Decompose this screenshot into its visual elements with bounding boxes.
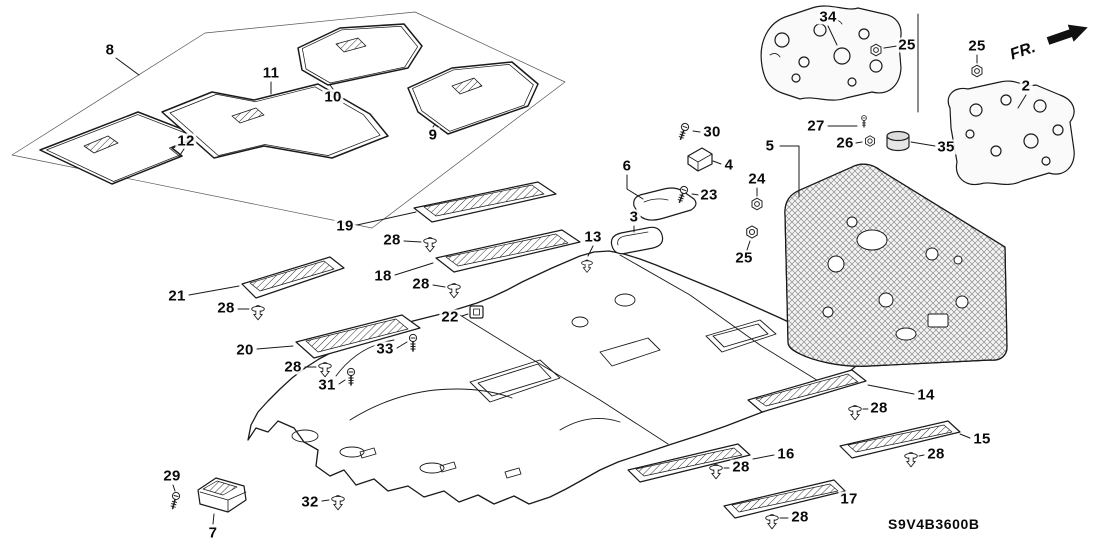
step-garnish-18 [435,229,581,273]
dash-panel-insulator [784,163,1008,367]
callout-20: 20 [234,341,256,359]
footrest-7 [197,477,247,513]
step-garnish-21 [241,256,345,299]
callout-25: 25 [966,37,988,55]
clip-28-icon [848,405,862,421]
step-garnish-20 [295,314,421,359]
nut-26-icon [864,135,876,147]
pad-3 [610,226,664,255]
callout-31: 31 [316,376,338,394]
callout-17: 17 [838,490,860,508]
step-garnish-19 [413,181,557,223]
callout-11: 11 [260,64,282,82]
callout-28: 28 [925,445,947,463]
dash-side-insulator-2 [947,80,1075,186]
clip-28-icon [447,283,461,299]
clip-32-icon [331,495,345,511]
callout-28: 28 [215,299,237,317]
floor-mat-9 [407,61,539,135]
sill-garnish-17 [723,479,846,519]
carpet-details [291,254,821,479]
callout-28: 28 [730,458,752,476]
callout-35: 35 [935,138,957,156]
callout-3: 3 [627,208,641,226]
callout-26: 26 [834,134,856,152]
callout-29: 29 [161,467,183,485]
duct-6 [633,187,697,221]
callout-23: 23 [698,186,720,204]
callout-24: 24 [746,170,768,188]
callout-27: 27 [805,117,827,135]
callout-32: 32 [299,493,321,511]
callout-15: 15 [971,430,993,448]
sill-garnish-15 [839,420,961,459]
callout-16: 16 [775,445,797,463]
floor-mat-11 [161,83,389,159]
heel-pad [451,77,483,95]
clip-22-icon [469,305,484,319]
heel-pad [231,107,265,124]
clip-28-icon [904,452,918,468]
floor-carpet [247,250,859,505]
callout-6: 6 [620,157,634,175]
floor-mat-12 [39,111,201,185]
callout-34: 34 [817,8,839,26]
clip-28-icon [709,464,723,480]
callout-13: 13 [582,228,604,246]
plug-35 [886,130,910,152]
callout-7: 7 [206,524,220,542]
floor-mat-10 [297,23,423,86]
callout-9: 9 [426,126,440,144]
grommet-25-icon [870,43,882,57]
nut-24-icon [751,197,763,211]
callout-28: 28 [868,399,890,417]
clip-28-icon [251,305,265,321]
callout-21: 21 [166,287,188,305]
callout-12: 12 [175,132,197,150]
bolt-30-icon [676,121,691,142]
callout-25: 25 [733,249,755,267]
mat-set-boundary [11,11,566,229]
callout-30: 30 [701,123,723,141]
heel-pad [335,37,367,53]
leader-lines [115,13,1027,525]
heel-pad [83,135,119,154]
fr-label: FR. [1008,39,1038,63]
fr-direction-arrow: FR. [1008,24,1088,63]
callout-8: 8 [103,41,117,59]
grommet-25-icon [746,225,758,239]
callout-14: 14 [915,386,937,404]
callout-22: 22 [439,308,461,326]
callout-19: 19 [334,217,356,235]
callout-5: 5 [763,137,777,155]
callout-25: 25 [896,36,918,54]
clip-28-icon [423,237,437,253]
screw-29-icon [168,490,182,511]
callout-10: 10 [322,88,344,106]
callout-33: 33 [374,340,396,358]
sill-garnish-14 [747,369,867,413]
callout-28: 28 [789,508,811,526]
diagram-code: S9V4B3600B [888,516,980,532]
callout-28: 28 [282,358,304,376]
sill-garnish-16 [627,443,751,483]
callout-18: 18 [372,267,394,285]
clip-28-icon [765,514,779,530]
grommet-25-icon [971,64,983,78]
bracket-4 [687,147,713,172]
callout-2: 2 [1019,77,1033,95]
callout-28: 28 [410,275,432,293]
callout-4: 4 [722,156,736,174]
bolt-27-icon [860,114,868,128]
callout-28: 28 [381,231,403,249]
